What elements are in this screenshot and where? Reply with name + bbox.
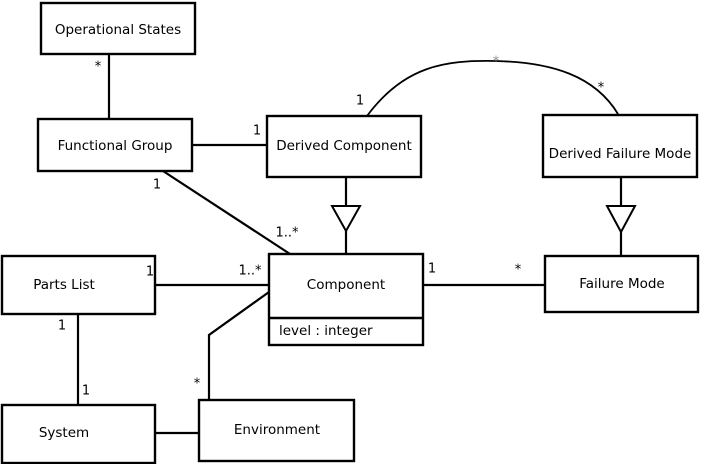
multiplicity-operational-states-to-functional-group: * xyxy=(95,60,102,75)
multiplicity-component-to-failure-mode-near-failure-mode: * xyxy=(515,263,522,278)
multiplicity-functional-group-to-component-near-functional-group: 1 xyxy=(153,178,161,193)
class-failure-mode[interactable]: Failure Mode xyxy=(543,254,700,314)
multiplicity-parts-list-to-system-near-system: 1 xyxy=(82,384,90,399)
class-component[interactable]: Component level : integer xyxy=(267,252,425,347)
class-system[interactable]: System xyxy=(0,403,157,464)
multiplicity-parts-list-to-component-near-component: 1..* xyxy=(238,264,262,279)
class-box-failure-mode[interactable] xyxy=(543,254,700,314)
class-name-environment: Environment xyxy=(234,422,320,438)
association-lines xyxy=(76,54,619,435)
class-box-environment[interactable] xyxy=(197,398,356,463)
multiplicity-parts-list-to-system-near-parts-list: 1 xyxy=(58,319,66,334)
class-parts-list[interactable]: Parts List xyxy=(0,254,157,316)
multiplicity-component-to-environment-near-environment: * xyxy=(194,377,201,392)
class-operational-states[interactable]: Operational States xyxy=(39,1,197,56)
assoc-component-environment[interactable] xyxy=(207,291,270,400)
multiplicity-functional-group-to-component-near-component: 1..* xyxy=(275,226,299,241)
multiplicity-labels: * 1 1 1..* 1 * * 1 1..* 1 1 1 * * xyxy=(58,55,605,399)
multiplicity-component-to-failure-mode-near-component: 1 xyxy=(428,262,436,277)
multiplicity-parts-list-to-component-near-parts-list: 1 xyxy=(146,265,154,280)
multiplicity-arc-near-derived-component: 1 xyxy=(356,94,364,109)
assoc-derived-component-derived-failure-mode[interactable] xyxy=(366,60,619,117)
generalization-links xyxy=(330,177,637,256)
class-name-failure-mode: Failure Mode xyxy=(579,276,665,292)
multiplicity-arc-middle: * xyxy=(493,55,500,70)
assoc-functional-group-component[interactable] xyxy=(162,170,291,255)
class-functional-group[interactable]: Functional Group xyxy=(36,117,194,173)
class-box-parts-list[interactable] xyxy=(0,254,157,316)
class-environment[interactable]: Environment xyxy=(197,398,356,463)
class-name-component: Component xyxy=(307,277,385,293)
class-name-functional-group: Functional Group xyxy=(58,138,173,154)
class-name-operational-states: Operational States xyxy=(55,22,181,38)
multiplicity-arc-near-derived-failure-mode: * xyxy=(598,81,605,96)
class-box-derived-component[interactable] xyxy=(265,114,423,179)
gen-triangle-derived-component xyxy=(330,205,362,234)
class-attribute-component-level: level : integer xyxy=(279,323,373,339)
class-box-functional-group[interactable] xyxy=(36,117,194,173)
class-box-operational-states[interactable] xyxy=(39,1,197,56)
multiplicity-functional-group-to-derived-component: 1 xyxy=(253,124,261,139)
class-name-parts-list: Parts List xyxy=(33,277,95,293)
gen-triangle-derived-failure-mode xyxy=(605,205,637,235)
class-derived-component[interactable]: Derived Component xyxy=(265,114,423,179)
class-name-derived-component: Derived Component xyxy=(276,138,412,154)
class-box-system[interactable] xyxy=(0,403,157,464)
class-name-derived-failure-mode: Derived Failure Mode xyxy=(549,146,692,162)
class-box-component[interactable] xyxy=(267,252,425,347)
class-name-system: System xyxy=(39,425,89,441)
class-derived-failure-mode[interactable]: Derived Failure Mode xyxy=(541,113,699,179)
class-box-derived-failure-mode[interactable] xyxy=(541,113,699,179)
